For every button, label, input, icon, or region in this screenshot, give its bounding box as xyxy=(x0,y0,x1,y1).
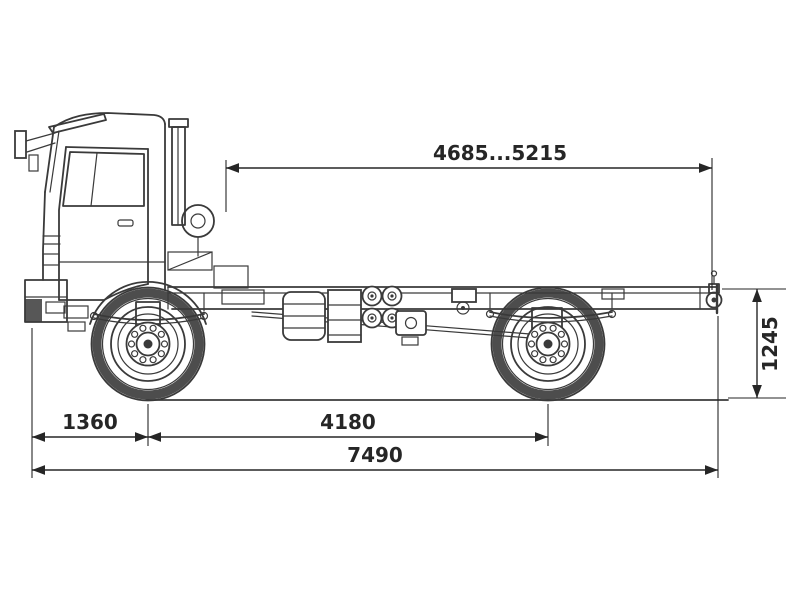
dimension-label-height: 1245 xyxy=(758,316,782,372)
dimension-height: 1245 xyxy=(722,288,786,399)
muffler xyxy=(395,310,427,346)
dimension-front-overhang: 1360 xyxy=(31,328,149,478)
exhaust-stack xyxy=(168,118,189,226)
front-wheel xyxy=(92,288,205,401)
dimension-label-front-overhang: 1360 xyxy=(62,410,118,434)
dimension-label-top-span: 4685...5215 xyxy=(433,141,567,165)
behind-cab-equipment xyxy=(167,251,265,305)
cab-step xyxy=(63,305,89,332)
dimension-top-span: 4685...5215 xyxy=(225,141,713,290)
front-bumper xyxy=(24,279,68,323)
dimension-wheelbase: 4180 xyxy=(148,404,549,446)
dimension-overall-length: 7490 xyxy=(32,316,719,478)
truck-cab xyxy=(14,112,265,332)
sun-visor xyxy=(48,113,107,134)
dimension-label-overall-length: 7490 xyxy=(347,443,403,467)
chassis-frame xyxy=(167,283,719,315)
rear-wheel xyxy=(492,288,605,401)
dimension-label-wheelbase: 4180 xyxy=(320,410,376,434)
side-mirror xyxy=(14,130,56,172)
brake-valve xyxy=(451,288,477,315)
air-filter xyxy=(181,204,215,257)
tow-hitch xyxy=(705,270,723,309)
front-fender xyxy=(89,280,207,325)
battery-box xyxy=(327,289,362,343)
fuel-tank xyxy=(282,291,326,341)
